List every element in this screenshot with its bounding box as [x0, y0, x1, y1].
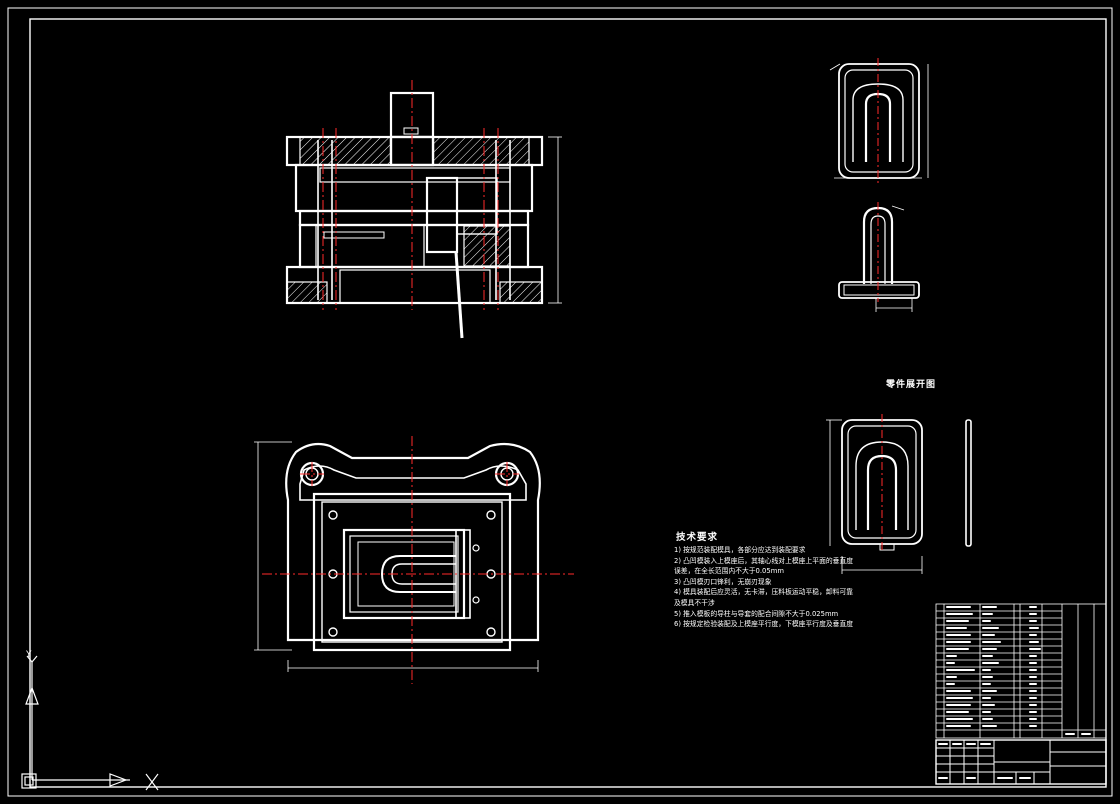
requirement-item: 1) 按规范装配模具，各部分应达到装配要求 [674, 546, 806, 554]
top-plan-view[interactable] [254, 441, 541, 672]
part-front-view[interactable] [829, 63, 929, 179]
ucs-y-label: Y [26, 650, 32, 660]
requirement-item: 及模具不干涉 [674, 598, 715, 607]
requirement-item: 4) 模具装配后应灵活，无卡滞，压料板运动平稳，卸料可靠 [674, 588, 854, 597]
top-view-centerlines [262, 436, 574, 684]
unfold-view-label: 零件展开图 [886, 380, 937, 390]
requirement-item: 6) 按规定检验装配及上模座平行度，下模座平行度及垂直度 [674, 620, 854, 629]
front-section-view[interactable] [285, 91, 562, 339]
title-block-scribbles [938, 743, 1031, 779]
front-view-centerlines [322, 80, 499, 310]
parts-list-table[interactable] [935, 603, 1107, 739]
requirement-item: 3) 凸凹模刃口锋利，无崩刃现象 [674, 577, 772, 586]
title-block[interactable] [935, 739, 1107, 785]
ucs-axis-icon [21, 655, 159, 791]
requirement-item: 误差，在全长范围内不大于0.05mm [674, 567, 784, 576]
requirement-item: 2) 凸凹模装入上模座后，其轴心线对上模座上平面的垂直度 [674, 556, 854, 565]
part-side-view[interactable] [838, 205, 920, 312]
drawing-frame [7, 7, 1113, 797]
parts-list-scribbles [946, 606, 1091, 735]
technical-requirements-list: 1) 按规范装配模具，各部分应达到装配要求 2) 凸凹模装入上模座后，其轴心线对… [674, 545, 853, 630]
requirement-item: 5) 推入模板的导柱与导套的配合间隙不大于0.025mm [674, 609, 839, 618]
technical-requirements-title: 技术要求 [676, 532, 719, 543]
